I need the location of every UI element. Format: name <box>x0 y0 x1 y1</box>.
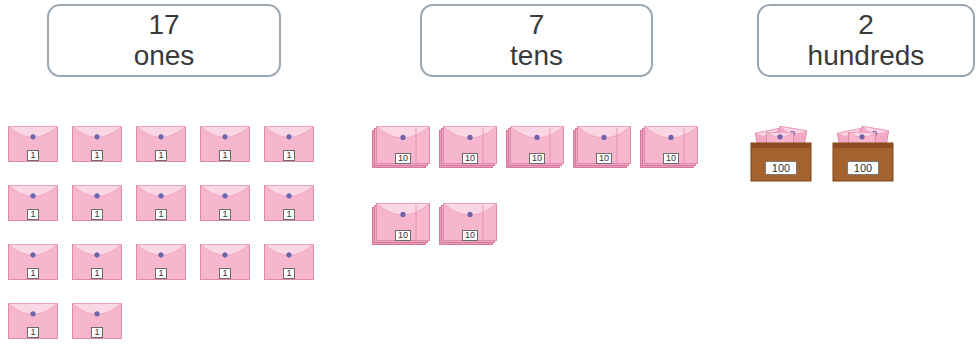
value-tag: 10 <box>529 153 545 164</box>
value-tag: 1 <box>91 150 102 161</box>
ones-envelope: 1 <box>72 244 122 280</box>
ones-envelope: 1 <box>8 303 58 339</box>
value-tag: 10 <box>462 153 478 164</box>
value-tag: 10 <box>663 153 679 164</box>
value-tag: 1 <box>155 268 166 279</box>
value-tag: 10 <box>395 230 411 241</box>
ones-envelope: 1 <box>136 185 186 221</box>
ones-envelope: 1 <box>8 185 58 221</box>
tens-envelope-pack: 10 <box>439 126 497 168</box>
hundreds-crate: 100 <box>750 126 812 182</box>
place-name: ones <box>57 40 271 71</box>
place-name: hundreds <box>767 40 965 71</box>
tens-envelope-pack: 10 <box>573 126 631 168</box>
ones-envelope: 1 <box>200 244 250 280</box>
value-tag: 1 <box>283 150 294 161</box>
value-tag: 100 <box>847 161 879 175</box>
value-tag: 1 <box>91 209 102 220</box>
count-number: 2 <box>767 9 965 40</box>
value-tag: 1 <box>27 150 38 161</box>
value-tag: 1 <box>91 327 102 338</box>
value-tag: 1 <box>219 209 230 220</box>
value-tag: 1 <box>155 209 166 220</box>
value-tag: 1 <box>91 268 102 279</box>
tens-envelope-pack: 10 <box>506 126 564 168</box>
value-tag: 10 <box>596 153 612 164</box>
hundreds-crate: 100 <box>832 126 894 182</box>
value-tag: 1 <box>155 150 166 161</box>
place-name: tens <box>430 40 643 71</box>
value-tag: 1 <box>27 209 38 220</box>
value-tag: 1 <box>219 150 230 161</box>
value-tag: 10 <box>462 230 478 241</box>
tens-envelope-pack: 10 <box>439 203 497 245</box>
place-value-box: 2hundreds <box>757 4 975 77</box>
value-tag: 1 <box>219 268 230 279</box>
ones-envelope: 1 <box>200 185 250 221</box>
value-tag: 1 <box>27 327 38 338</box>
ones-envelope: 1 <box>8 244 58 280</box>
value-tag: 100 <box>765 161 797 175</box>
ones-envelope: 1 <box>136 244 186 280</box>
value-tag: 1 <box>27 268 38 279</box>
count-number: 17 <box>57 9 271 40</box>
ones-envelope: 1 <box>72 303 122 339</box>
ones-envelope: 1 <box>72 185 122 221</box>
count-number: 7 <box>430 9 643 40</box>
value-tag: 1 <box>283 209 294 220</box>
ones-envelope: 1 <box>264 185 314 221</box>
ones-envelope: 1 <box>72 126 122 162</box>
tens-envelope-pack: 10 <box>372 203 430 245</box>
ones-envelope: 1 <box>136 126 186 162</box>
value-tag: 10 <box>395 153 411 164</box>
ones-envelope: 1 <box>200 126 250 162</box>
value-tag: 1 <box>283 268 294 279</box>
place-value-box: 7tens <box>420 4 653 77</box>
ones-envelope: 1 <box>264 244 314 280</box>
ones-envelope: 1 <box>264 126 314 162</box>
ones-envelope: 1 <box>8 126 58 162</box>
tens-envelope-pack: 10 <box>640 126 698 168</box>
place-value-box: 17ones <box>47 4 281 77</box>
tens-envelope-pack: 10 <box>372 126 430 168</box>
